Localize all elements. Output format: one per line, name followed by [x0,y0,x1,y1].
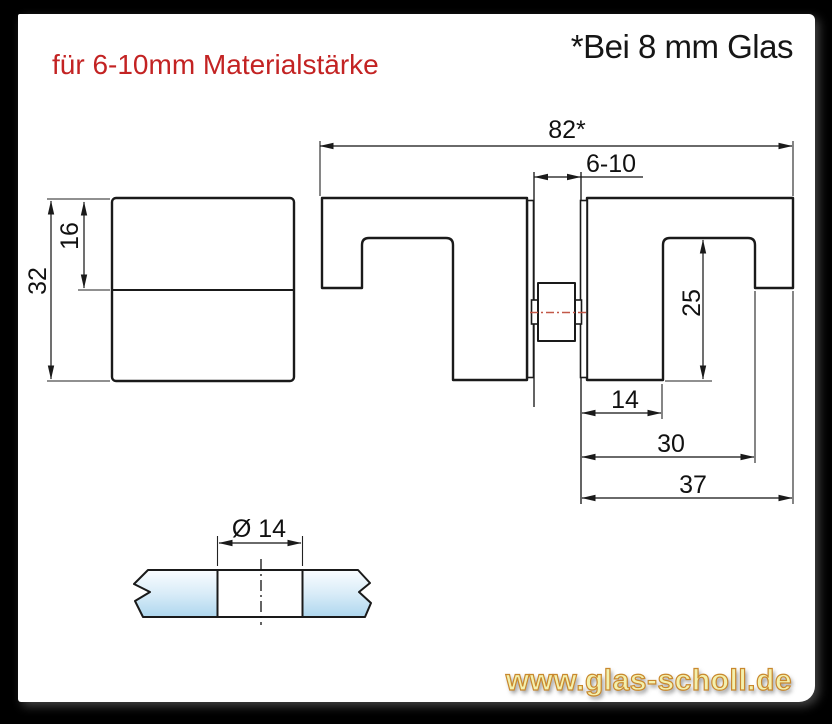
bottom-view: Ø 14 [133,515,372,625]
knob-right-profile [585,196,795,382]
dim-label-knob-height: 32 [24,267,52,295]
knob-left-profile [320,196,529,382]
glass-thickness-note: *Bei 8 mm Glas [570,28,794,65]
dim-label-glass-to-lip: 30 [657,430,685,458]
material-range-title: für 6-10mm Materialstärke [52,49,379,80]
side-view: 82* 6-10 25 14 30 37 [319,116,795,504]
gasket-pad-left [526,199,535,379]
dim-label-upper-section: 16 [56,222,84,250]
dim-label-knob-width: 37 [679,471,707,499]
gasket-pad-right [579,199,588,379]
dim-label-total-width: 82* [548,116,586,144]
dim-label-glass-thickness: 6-10 [586,150,636,178]
website-watermark: www.glas-scholl.de [505,663,792,697]
dim-label-grip-depth: 25 [678,289,706,317]
dim-label-hole-diameter: Ø 14 [232,515,286,543]
dim-label-glass-to-grip: 14 [611,386,639,414]
front-view: 32 16 [24,196,296,383]
hole-clearance [218,571,302,616]
